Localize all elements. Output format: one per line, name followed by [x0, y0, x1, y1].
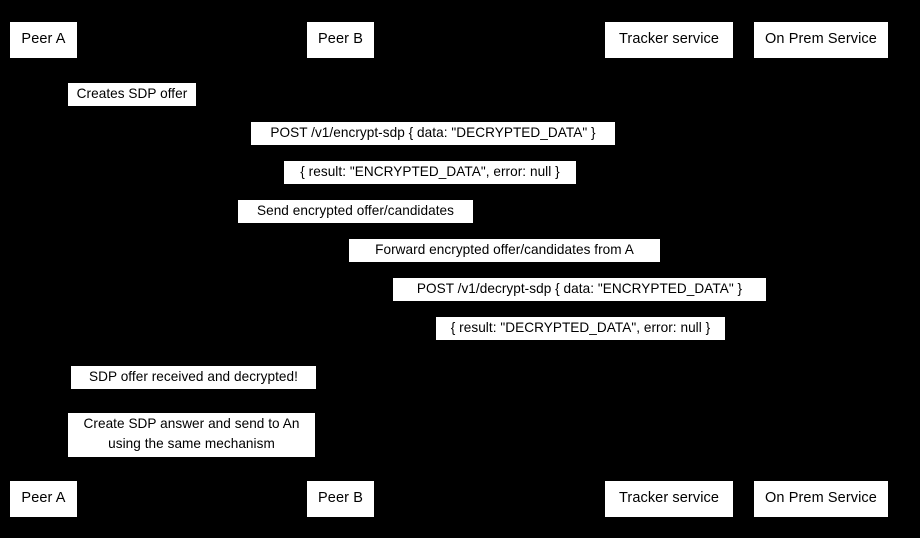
participant-label: On Prem Service — [765, 31, 877, 48]
participant-label: Tracker service — [618, 490, 720, 507]
arrow-decrypt-sdp-result — [340, 310, 821, 311]
participant-header-peer-b[interactable]: Peer B — [307, 22, 374, 58]
message-label-forward-encrypted-offer: Forward encrypted offer/candidates from … — [349, 239, 660, 262]
message-label-create-sdp-answer: Create SDP answer and send to An using t… — [68, 413, 315, 457]
arrow-encrypt-sdp-result — [43, 154, 821, 155]
lifeline-tracker-service — [669, 58, 670, 481]
lifeline-peer-a — [43, 58, 44, 481]
participant-header-peer-a[interactable]: Peer A — [10, 22, 77, 58]
arrow-post-decrypt-sdp — [340, 271, 821, 272]
participant-footer-tracker-service[interactable]: Tracker service — [605, 481, 733, 517]
participant-label: Peer B — [318, 490, 363, 507]
message-label-decrypt-sdp-result: { result: "DECRYPTED_DATA", error: null … — [436, 317, 725, 340]
arrow-post-encrypt-sdp — [43, 115, 821, 116]
arrow-send-encrypted-offer — [43, 193, 669, 194]
participant-header-tracker-service[interactable]: Tracker service — [605, 22, 733, 58]
participant-label: Peer A — [21, 31, 66, 48]
participant-label: Peer B — [318, 31, 363, 48]
message-label-sdp-offer-received: SDP offer received and decrypted! — [71, 366, 316, 389]
participant-footer-peer-a[interactable]: Peer A — [10, 481, 77, 517]
message-label-line-1: Create SDP answer and send to An — [83, 416, 300, 431]
lifeline-peer-b — [340, 58, 341, 481]
message-label-post-decrypt-sdp: POST /v1/decrypt-sdp { data: "ENCRYPTED_… — [393, 278, 766, 301]
message-label-creates-sdp-offer: Creates SDP offer — [68, 83, 196, 106]
message-label-line-2: using the same mechanism — [108, 436, 275, 452]
participant-footer-on-prem-service[interactable]: On Prem Service — [754, 481, 888, 517]
arrow-forward-encrypted-offer — [340, 232, 669, 233]
lifeline-on-prem-service — [821, 58, 822, 481]
message-label-encrypt-sdp-result: { result: "ENCRYPTED_DATA", error: null … — [284, 161, 576, 184]
message-label-post-encrypt-sdp: POST /v1/encrypt-sdp { data: "DECRYPTED_… — [251, 122, 615, 145]
participant-label: Peer A — [21, 490, 66, 507]
participant-footer-peer-b[interactable]: Peer B — [307, 481, 374, 517]
participant-label: On Prem Service — [765, 490, 877, 507]
participant-label: Tracker service — [618, 31, 720, 48]
message-label-send-encrypted-offer: Send encrypted offer/candidates — [238, 200, 473, 223]
participant-header-on-prem-service[interactable]: On Prem Service — [754, 22, 888, 58]
